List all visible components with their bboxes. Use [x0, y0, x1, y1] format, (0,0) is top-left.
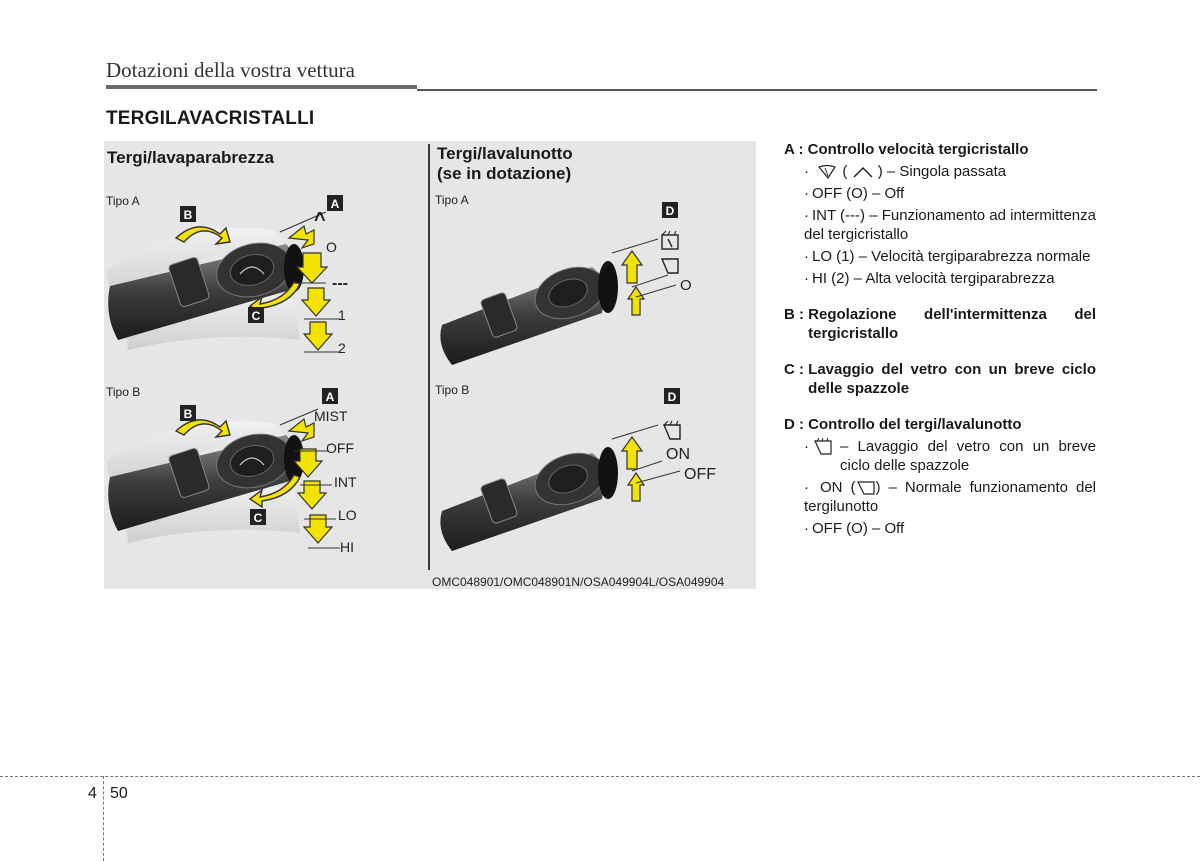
page-number: 50 — [110, 785, 128, 802]
front-type-b-label: Tipo B — [106, 385, 141, 399]
badge-b-label: B — [184, 208, 193, 222]
caret-up-icon — [852, 166, 873, 178]
badge-c-icon — [250, 509, 266, 525]
rear-type-b-label: Tipo B — [435, 383, 470, 397]
rear-wiper-title: Tergi/lavalunotto (se in dotazione) — [437, 144, 573, 184]
header-rule-thin — [417, 89, 1097, 91]
rear-b-position-off: OFF — [684, 466, 716, 483]
wiper-single-icon — [818, 164, 837, 180]
section-a-item-single: · ( ) – Singola passata — [804, 163, 1007, 180]
section-title: Dotazioni della vostra vettura — [106, 58, 355, 82]
badge-d-icon — [664, 388, 680, 404]
badge-a-icon — [322, 388, 338, 404]
front-b-position-lo: LO — [338, 507, 357, 523]
badge-d-icon — [662, 202, 678, 218]
footer-divider — [0, 776, 1200, 777]
front-wiper-title: Tergi/lavaparabrezza — [107, 148, 274, 167]
front-b-position-int: INT — [334, 474, 357, 490]
rear-a-position-off: O — [680, 277, 692, 294]
section-c-title: Lavaggio del vetro con un breve ciclo de… — [808, 361, 1096, 397]
front-b-position-mist: MIST — [314, 408, 348, 424]
section-d-item-wash: · – Lavaggio del vetro con un breve cicl… — [804, 437, 1096, 474]
front-a-position-off: O — [326, 239, 337, 255]
badge-a-label: A — [326, 390, 335, 404]
section-a-item-hi: ·HI (2) – Alta velocità tergiparabrezza — [804, 270, 1055, 287]
badge-b-icon — [180, 206, 196, 222]
badge-a-label: A — [331, 197, 340, 211]
section-b-key: B : — [784, 306, 809, 323]
rear-wiper-icon — [660, 258, 679, 274]
front-a-position-hi: 2 — [338, 340, 346, 356]
page-heading: TERGILAVACRISTALLI — [106, 108, 315, 129]
figure-code: OMC048901/OMC048901N/OSA049904L/OSA04990… — [432, 575, 725, 589]
figure-divider — [428, 144, 430, 570]
badge-c-label: C — [254, 511, 263, 525]
section-d-item-on: · ON () – Normale funzionamento del terg… — [804, 479, 1097, 515]
badge-a-icon — [327, 195, 343, 211]
badge-b-label: B — [184, 407, 193, 421]
rear-stalk-type-b-illustration: D ON OFF — [440, 388, 716, 551]
section-d: D : Controllo del tergi/lavalunotto · – … — [784, 415, 1096, 538]
front-b-position-off: OFF — [326, 440, 354, 456]
description-column: A : Controllo velocità tergicristallo · … — [784, 140, 1096, 555]
section-a-title: Controllo velocità tergicristallo — [807, 141, 1029, 158]
rear-wiper-icon — [856, 481, 875, 495]
front-a-position-int: --- — [332, 275, 348, 292]
front-type-a-label: Tipo A — [106, 194, 140, 208]
badge-d-label: D — [666, 204, 675, 218]
section-c: C : Lavaggio del vetro con un breve cicl… — [784, 360, 1096, 398]
front-stalk-type-b-illustration: B A C MIST OFF INT LO HI — [106, 388, 357, 555]
section-b-title: Regolazione dell'intermittenza del tergi… — [808, 306, 1096, 342]
front-stalk-type-a-illustration: B A C ^ O --- 1 2 — [106, 195, 348, 356]
badge-c-label: C — [252, 309, 261, 323]
badge-d-label: D — [668, 390, 677, 404]
rear-washer-icon — [661, 230, 679, 250]
section-a: A : Controllo velocità tergicristallo · … — [784, 140, 1096, 288]
header-rule-thick — [106, 85, 417, 89]
section-a-item-lo: ·LO (1) – Velocità tergiparabrezza norma… — [804, 248, 1091, 265]
section-d-item-off: ·OFF (O) – Off — [804, 520, 905, 537]
section-a-item-off: ·OFF (O) – Off — [804, 185, 905, 202]
footer-vertical-divider — [103, 776, 104, 861]
front-b-position-hi: HI — [340, 539, 354, 555]
badge-b-icon — [180, 405, 196, 421]
chapter-number: 4 — [88, 785, 97, 802]
rear-wiper-title-line1: Tergi/lavalunotto — [437, 144, 573, 163]
rear-washer-icon — [814, 437, 832, 455]
rear-type-a-label: Tipo A — [435, 193, 469, 207]
rear-washer-icon — [662, 420, 681, 440]
section-d-title: Controllo del tergi/lavalunotto — [808, 416, 1022, 433]
front-a-position-single: ^ — [314, 209, 326, 231]
badge-c-icon — [248, 307, 264, 323]
rear-b-position-on: ON — [666, 446, 690, 463]
front-a-position-lo: 1 — [338, 307, 346, 323]
rear-wiper-title-line2: (se in dotazione) — [437, 164, 572, 183]
section-a-key: A : — [784, 141, 808, 158]
section-b: B : Regolazione dell'intermittenza del t… — [784, 305, 1096, 343]
rear-stalk-type-a-illustration: D O — [440, 202, 692, 365]
section-d-key: D : — [784, 416, 809, 433]
section-a-item-int: ·INT (---) – Funzionamento ad intermitte… — [804, 207, 1096, 243]
section-c-key: C : — [784, 361, 809, 378]
